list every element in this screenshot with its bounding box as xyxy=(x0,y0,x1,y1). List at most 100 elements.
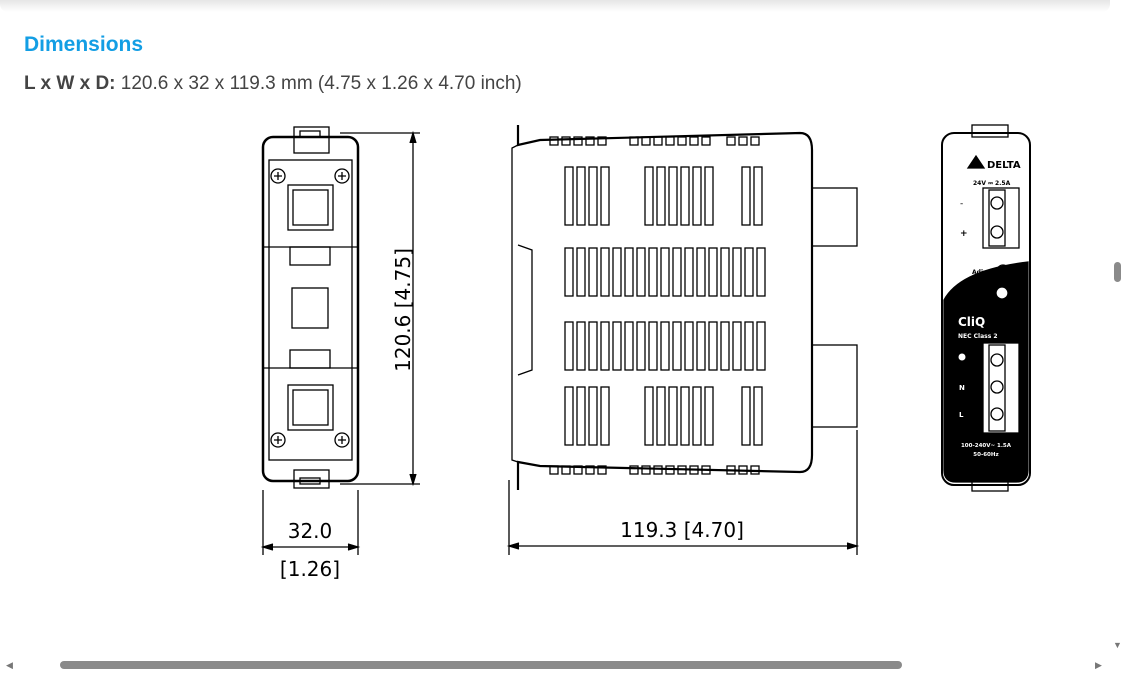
vent-slot xyxy=(573,465,583,475)
vent-slot xyxy=(644,386,654,446)
vent-slot xyxy=(750,136,760,146)
vent-slot xyxy=(588,386,598,446)
vent-slot xyxy=(692,166,702,226)
horizontal-scroll-thumb[interactable] xyxy=(60,661,902,669)
vent-slot xyxy=(624,247,634,297)
vent-slot xyxy=(672,321,682,371)
vent-slot xyxy=(653,465,663,475)
horizontal-scrollbar[interactable]: ◀ ▶ xyxy=(0,658,1110,673)
adjust-label: Adjust xyxy=(972,269,994,276)
width-dimension: 32.0 [1.26] xyxy=(260,490,361,581)
vent-slot xyxy=(684,247,694,297)
vent-slot xyxy=(629,465,639,475)
vent-slot xyxy=(696,247,706,297)
vent-slot xyxy=(744,247,754,297)
vent-slot xyxy=(576,247,586,297)
vent-slots xyxy=(549,136,766,475)
vertical-scrollbar[interactable]: ▼ xyxy=(1110,0,1125,658)
vent-slot xyxy=(612,321,622,371)
vent-slot xyxy=(597,465,607,475)
series-logo: CliQ xyxy=(958,315,985,329)
minus-label: - xyxy=(960,199,963,209)
vent-slot xyxy=(624,321,634,371)
brand-logo: DELTA xyxy=(987,160,1021,171)
vent-slot xyxy=(756,321,766,371)
vent-slot xyxy=(573,136,583,146)
vertical-scroll-thumb[interactable] xyxy=(1114,262,1121,282)
adjust-knob-icon xyxy=(996,264,1010,278)
vent-slot xyxy=(656,386,666,446)
vent-slot xyxy=(756,247,766,297)
top-shadow xyxy=(0,0,1110,12)
vent-slot xyxy=(689,136,699,146)
vent-slot xyxy=(701,465,711,475)
vent-slot xyxy=(738,465,748,475)
vent-slot xyxy=(549,465,559,475)
width-dim-mm: 32.0 xyxy=(288,519,333,543)
vent-slot xyxy=(680,166,690,226)
dimensions-spec: L x W x D: 120.6 x 32 x 119.3 mm (4.75 x… xyxy=(24,73,522,95)
vent-slot xyxy=(636,321,646,371)
dc-ok-label: DC OK xyxy=(972,290,994,297)
vent-slot xyxy=(741,386,751,446)
frequency-label: 50-60Hz xyxy=(973,452,998,458)
vent-slot xyxy=(665,465,675,475)
vent-slot xyxy=(732,321,742,371)
depth-dimension: 119.3 [4.70] xyxy=(506,430,860,555)
vent-slot xyxy=(600,166,610,226)
vent-slot xyxy=(561,136,571,146)
vent-slot xyxy=(588,247,598,297)
vent-slot xyxy=(641,136,651,146)
vent-slot xyxy=(636,247,646,297)
plus-label: + xyxy=(960,229,968,239)
vent-slot xyxy=(564,247,574,297)
vent-slot xyxy=(588,321,598,371)
spec-label: L x W x D: xyxy=(24,73,116,94)
input-rating: 100-240V~ 1.5A xyxy=(961,443,1012,449)
vent-slot xyxy=(680,386,690,446)
scroll-left-arrow-icon[interactable]: ◀ xyxy=(6,660,13,670)
vent-slot xyxy=(753,166,763,226)
nec-label: NEC Class 2 xyxy=(958,333,998,340)
vent-slot xyxy=(660,321,670,371)
dc-ok-led-icon xyxy=(995,286,1009,300)
vent-slot xyxy=(588,166,598,226)
vent-slot xyxy=(668,386,678,446)
vent-slot xyxy=(738,136,748,146)
vent-slot xyxy=(585,465,595,475)
vent-slot xyxy=(672,247,682,297)
vent-slot xyxy=(600,386,610,446)
vent-slot xyxy=(732,247,742,297)
vent-slot xyxy=(644,166,654,226)
vent-slot xyxy=(750,465,760,475)
vent-slot xyxy=(720,321,730,371)
vent-slot xyxy=(641,465,651,475)
vent-slot xyxy=(576,386,586,446)
vent-slot xyxy=(549,136,559,146)
vent-slot xyxy=(597,136,607,146)
vent-slot xyxy=(576,321,586,371)
vent-slot xyxy=(708,321,718,371)
vent-slot xyxy=(753,386,763,446)
scroll-right-arrow-icon[interactable]: ▶ xyxy=(1095,660,1102,670)
vent-slot xyxy=(600,321,610,371)
vent-slot xyxy=(629,136,639,146)
vent-slot xyxy=(564,166,574,226)
height-dim-label: 120.6 [4.75] xyxy=(391,248,415,372)
spec-value: 120.6 x 32 x 119.3 mm (4.75 x 1.26 x 4.7… xyxy=(115,73,522,94)
screw-icons xyxy=(270,168,350,448)
scroll-down-arrow-icon[interactable]: ▼ xyxy=(1113,640,1122,650)
vent-slot xyxy=(744,321,754,371)
dimension-drawing: 120.6 [4.75] 32.0 [1.26] 119.3 [4.70] DE… xyxy=(260,124,1031,581)
vent-slot xyxy=(708,247,718,297)
vent-slot xyxy=(720,247,730,297)
vent-slot xyxy=(656,166,666,226)
vent-slot xyxy=(600,247,610,297)
width-dim-in: [1.26] xyxy=(280,557,340,581)
vent-slot xyxy=(564,386,574,446)
depth-dim-label: 119.3 [4.70] xyxy=(620,518,744,542)
vent-slot xyxy=(561,465,571,475)
output-rating: 24V ⎓ 2.5A xyxy=(973,180,1011,187)
vent-slot xyxy=(653,136,663,146)
n-label: N xyxy=(959,384,965,392)
